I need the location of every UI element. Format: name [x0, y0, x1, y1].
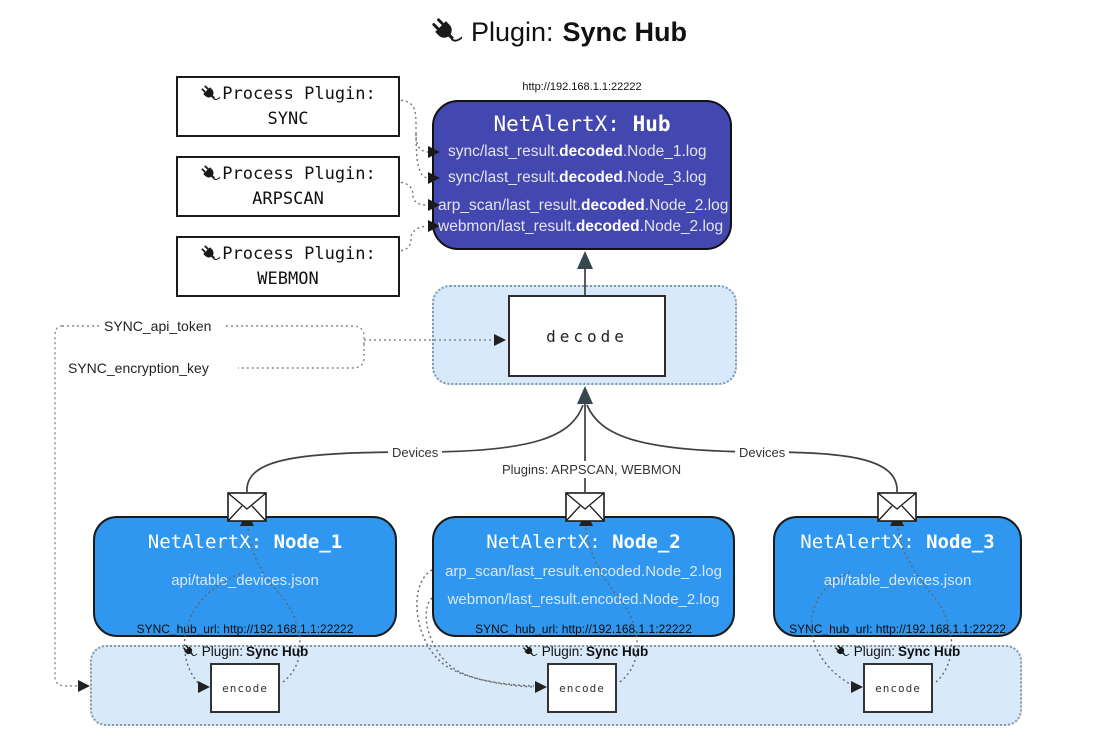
config-encryption-key-label: SYNC_encryption_key: [64, 360, 213, 376]
plugin-sync-hub-label: Plugin:Sync Hub: [817, 644, 977, 659]
plug-icon: [181, 644, 197, 659]
arrowhead-up: [577, 251, 593, 269]
process-plugin-webmon: Process Plugin: WEBMON: [176, 236, 400, 297]
envelope-icon: [877, 492, 917, 527]
plug-icon: [521, 644, 537, 659]
envelope-icon: [565, 492, 605, 527]
node-log-line: api/table_devices.json: [171, 572, 319, 589]
plugin-sync-hub-label: Plugin:Sync Hub: [505, 644, 665, 659]
dotted-sync-to-hub2: [415, 133, 429, 179]
plug-icon: [833, 644, 849, 659]
node-log-line: arp_scan/last_result.encoded.Node_2.log: [445, 563, 722, 580]
hub-box: [432, 100, 732, 250]
encode-box: encode: [863, 663, 933, 713]
process-plugin-name: WEBMON: [257, 268, 319, 289]
process-plugin-sync: Process Plugin: SYNC: [176, 76, 400, 137]
hub-title: NetAlertX: Hub: [493, 112, 671, 136]
node-title: NetAlertX: Node_3: [800, 531, 995, 553]
dotted-config-bottom: [238, 344, 365, 369]
dotted-sync-to-hub1: [395, 99, 429, 153]
title-label: Plugin:: [470, 16, 554, 47]
encode-box: encode: [547, 663, 617, 713]
dotted-webmon-to-hub: [395, 225, 428, 252]
hub-log-line: arp_scan/last_result.decoded.Node_2.log: [438, 197, 729, 214]
edge-label-devices-right: Devices: [735, 444, 790, 461]
envelope-icon: [227, 492, 267, 527]
node-box-3: NetAlertX: Node_3 api/table_devices.json…: [773, 516, 1022, 637]
dotted-config-left: [54, 325, 78, 687]
node-log-line: api/table_devices.json: [823, 572, 972, 589]
node-log-line: webmon/last_result.encoded.Node_2.log: [447, 591, 720, 608]
plugin-sync-hub-label: Plugin:Sync Hub: [165, 644, 325, 659]
node-hub-url: SYNC_hub_url: http://192.168.1.1:22222: [475, 622, 692, 636]
dotted-arpscan-to-hub: [395, 181, 428, 206]
hub-log-line: sync/last_result.decoded.Node_1.log: [448, 143, 707, 160]
edge-label-devices-left: Devices: [388, 444, 443, 461]
node-title: NetAlertX: Node_1: [147, 531, 343, 553]
process-plugin-name: SYNC: [267, 108, 309, 129]
config-api-token-label: SYNC_api_token: [100, 318, 216, 334]
diagram-title: Plugin: Sync Hub: [0, 16, 1117, 48]
node-hub-url: SYNC_hub_url: http://192.168.1.1:22222: [789, 622, 1006, 636]
node-title: NetAlertX: Node_2: [486, 531, 681, 553]
encode-box: encode: [210, 663, 280, 713]
edge-label-plugins: Plugins: ARPSCAN, WEBMON: [498, 461, 686, 478]
node-box-1: NetAlertX: Node_1 api/table_devices.json…: [93, 516, 397, 637]
plug-icon: [200, 84, 221, 104]
node-box-2: NetAlertX: Node_2 arp_scan/last_result.e…: [432, 516, 735, 637]
arrowhead-up: [577, 386, 593, 404]
plug-icon: [200, 164, 221, 184]
process-plugin-arpscan: Process Plugin: ARPSCAN: [176, 156, 400, 217]
hub-url: http://192.168.1.1:22222: [522, 81, 642, 93]
plug-icon: [429, 16, 462, 48]
hub-log-line: sync/last_result.decoded.Node_3.log: [448, 169, 707, 186]
title-name: Sync Hub: [562, 16, 688, 47]
process-plugin-name: ARPSCAN: [252, 188, 324, 209]
arrowhead-right: [78, 680, 90, 692]
hub-log-line: webmon/last_result.decoded.Node_2.log: [438, 218, 724, 235]
node-hub-url: SYNC_hub_url: http://192.168.1.1:22222: [136, 622, 354, 636]
plug-icon: [200, 244, 221, 264]
decode-box: decode: [508, 295, 666, 377]
